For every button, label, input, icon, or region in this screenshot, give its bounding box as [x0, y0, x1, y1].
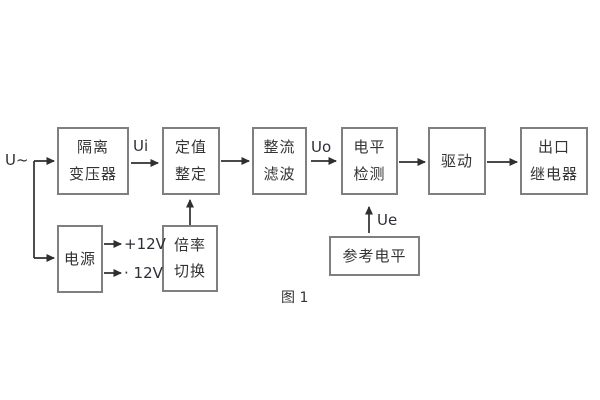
block-label: 检测 [353, 164, 386, 183]
block-label: 驱动 [440, 151, 473, 170]
block-output-relay: 出口 继电器 [520, 127, 588, 195]
block-label: 倍率 [173, 236, 206, 254]
block-label: 整流 [263, 138, 296, 157]
block-power-supply: 电源 [57, 225, 103, 293]
signal-label-minus12v: · 12V [124, 264, 163, 282]
block-label: 定值 [174, 138, 207, 157]
block-label: 切换 [173, 262, 206, 280]
signal-label-ui: Ui [133, 137, 149, 155]
block-isolation-transformer: 隔离 变压器 [57, 127, 129, 195]
block-label: 参考电平 [342, 246, 407, 265]
input-voltage-label: U~ [5, 151, 29, 169]
block-level-detector: 电平 检测 [341, 127, 398, 195]
block-setting-adjust: 定值 整定 [162, 127, 220, 195]
block-label: 整定 [174, 164, 207, 183]
block-label: 电源 [63, 249, 96, 268]
signal-label-uo: Uo [311, 138, 332, 156]
signal-label-ue: Ue [377, 211, 398, 229]
block-label: 滤波 [263, 164, 296, 183]
block-ratio-switch: 倍率 切换 [162, 225, 218, 292]
block-label: 继电器 [529, 164, 578, 183]
block-driver: 驱动 [428, 127, 486, 195]
block-label: 电平 [353, 138, 386, 157]
block-label: 变压器 [68, 164, 117, 183]
block-label: 出口 [537, 138, 570, 157]
block-reference-level: 参考电平 [329, 236, 420, 276]
figure-caption: 图 1 [281, 290, 309, 306]
block-label: 隔离 [76, 138, 109, 157]
signal-label-plus12v: +12V [124, 235, 166, 253]
block-rectifier-filter: 整流 滤波 [252, 127, 307, 195]
